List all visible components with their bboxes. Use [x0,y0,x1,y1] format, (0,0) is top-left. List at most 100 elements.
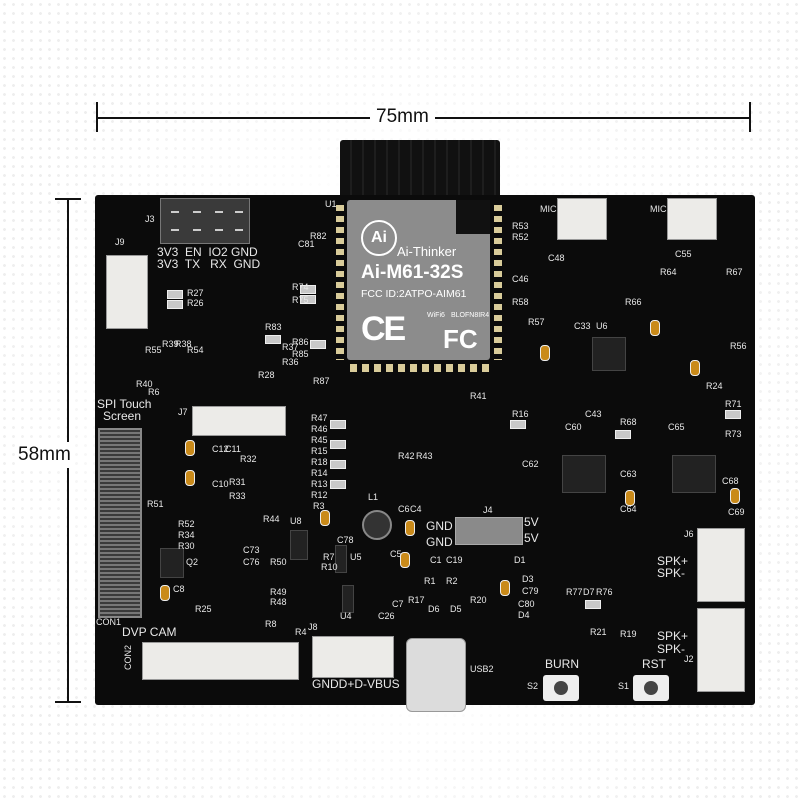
component-label: C10 [212,479,229,489]
component-label: R87 [313,376,330,386]
component-label: D1 [514,555,526,565]
component-label: R26 [187,298,204,308]
component-label: R67 [726,267,743,277]
ce-mark: CE [361,310,406,348]
component-label: U6 [596,321,608,331]
jumper-j4[interactable] [455,517,523,545]
component-label: R57 [528,317,545,327]
component-label: R52 [512,232,529,242]
component-label: R18 [311,457,328,467]
component-label: R31 [229,477,246,487]
component-label: R68 [620,417,637,427]
component-label: R52 [178,519,195,529]
component-label: C46 [512,274,529,284]
component-label: C73 [243,545,260,555]
connector-j7[interactable] [192,406,286,436]
component-label: R37 [282,342,299,352]
mic-connector-1[interactable] [557,198,607,240]
component-label: R41 [470,391,487,401]
component-label: R12 [311,490,328,500]
speaker-connector-j2[interactable] [697,608,745,692]
component-label: R7 [323,552,335,562]
component-label: R39 [162,339,179,349]
component-label: R1 [424,576,436,586]
connector-j9[interactable] [106,255,148,329]
component-label: C80 [518,599,535,609]
fcc-id-label: FCC ID:2ATPO-AIM61 [361,288,467,300]
component-label: L1 [368,492,379,502]
component-label: D4 [518,610,530,620]
component-label: C76 [243,557,260,567]
ai-logo: Ai [361,220,397,256]
component-label: R53 [512,221,529,231]
component-label: C33 [574,321,591,331]
component-label: D5 [450,604,462,614]
dvp-camera-connector[interactable] [142,642,299,680]
component-label: R54 [187,345,204,355]
component-label: R27 [187,288,204,298]
component-label: R21 [590,627,607,637]
component-label: C26 [378,611,395,621]
module-antenna [340,140,500,202]
module-code-label: BLOFN8IR4 [451,312,490,319]
component-label: C19 [446,555,463,565]
component-label: C12 [212,444,229,454]
component-label: Q2 [186,557,199,567]
mic-connector-2[interactable] [667,198,717,240]
component-label: R17 [408,595,425,605]
component-label: C63 [620,469,637,479]
component-label: R43 [416,451,433,461]
component-label: R47 [311,413,328,423]
component-label: R50 [270,557,287,567]
component-label: C60 [565,422,582,432]
component-label: C5 [390,549,402,559]
uart-header-j3[interactable] [160,198,250,244]
component-label: R85 [292,349,309,359]
regulator-u5 [335,545,347,573]
j3-pin-labels-row1: 3V3 EN IO2 GND [157,245,258,259]
component-label: C69 [728,507,745,517]
component-label: R83 [265,322,282,332]
rst-button[interactable] [633,675,669,701]
component-label: R36 [282,357,299,367]
component-label: R71 [725,399,742,409]
height-dimension-label: 58mm [16,442,73,468]
component-label: R45 [311,435,328,445]
component-label: R74 [292,282,309,292]
burn-button-cap [554,681,568,695]
wifi6-label: WiFi6 [427,312,445,319]
component-label: U4 [340,611,352,621]
component-label: R66 [625,297,642,307]
component-label: R28 [258,370,275,380]
component-label: R3 [313,501,325,511]
regulator-u8 [290,530,308,560]
component-label: R42 [398,451,415,461]
component-label: R2 [446,576,458,586]
amplifier-chip-1 [562,455,606,493]
component-label: U5 [350,552,362,562]
component-label: R55 [145,345,162,355]
component-label: R24 [706,381,723,391]
speaker-connector-j6[interactable] [697,528,745,602]
usb-c-port[interactable] [406,638,466,712]
component-label: R38 [175,339,192,349]
burn-button[interactable] [543,675,579,701]
model-label: Ai-M61-32S [361,262,464,283]
amplifier-chip-2 [672,455,716,493]
component-label: R14 [311,468,328,478]
component-label: R4 [295,627,307,637]
component-label: R44 [263,514,280,524]
component-label: R10 [321,562,338,572]
component-label: C8 [173,584,185,594]
component-label: R34 [178,530,195,540]
component-label: D7 [583,587,595,597]
inductor-l1 [362,510,392,540]
rst-button-cap [644,681,658,695]
width-dimension-label: 75mm [370,106,435,128]
component-label: R20 [470,595,487,605]
component-label: C64 [620,504,637,514]
component-label: R13 [311,479,328,489]
fpc-connector-con1[interactable] [98,428,142,618]
usb-connector-j8[interactable] [312,636,394,678]
component-label: R30 [178,541,195,551]
